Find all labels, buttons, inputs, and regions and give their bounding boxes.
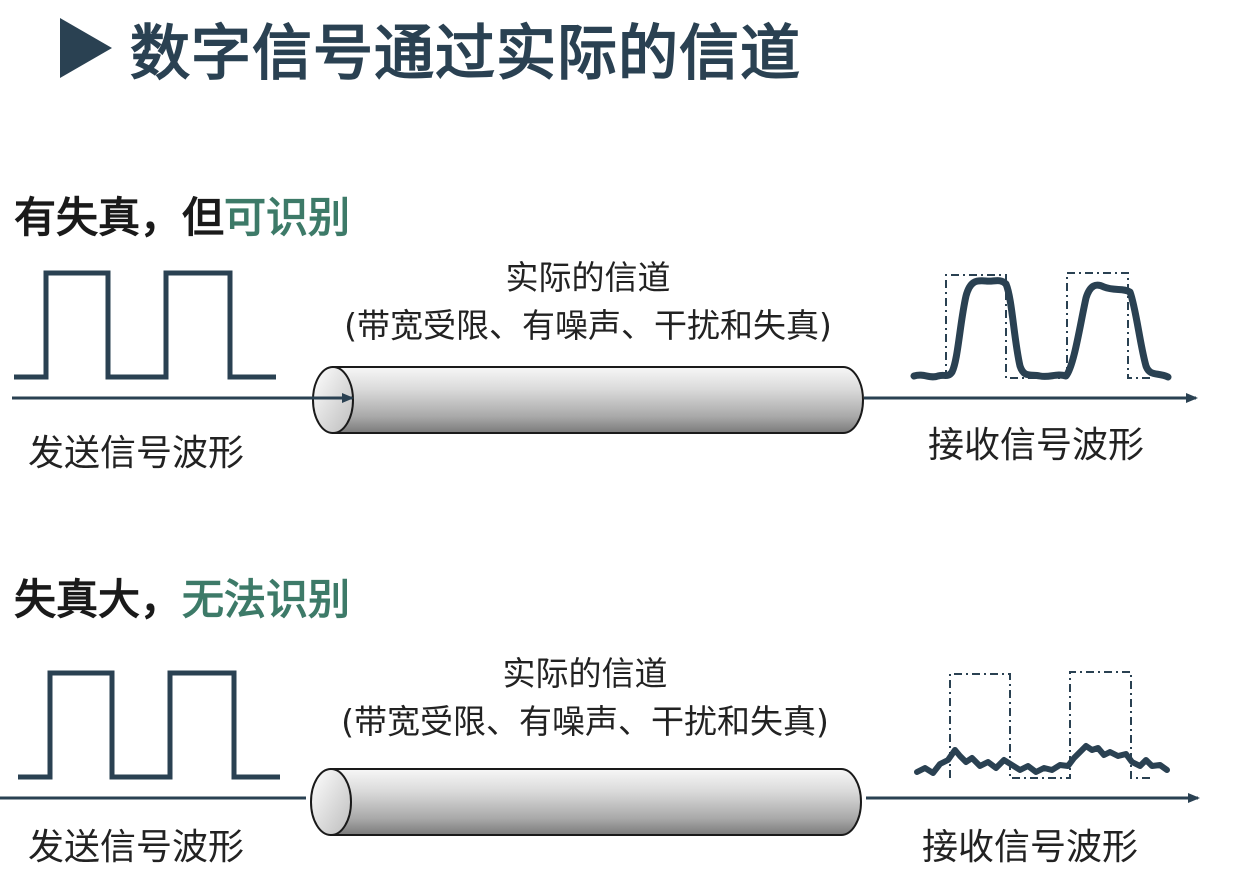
case-2-channel-label-line2: (带宽受限、有噪声、干扰和失真) <box>341 702 829 741</box>
case-1-graphic <box>12 270 1198 434</box>
case-1-channel-label-line2: (带宽受限、有噪声、干扰和失真) <box>344 306 832 345</box>
page-title-text: 数字信号通过实际的信道 <box>130 18 801 89</box>
case-1-received-waveform <box>910 277 1172 381</box>
case-2-channel-label: 实际的信道 (带宽受限、有噪声、干扰和失真) <box>285 650 885 746</box>
case-1-heading-prefix: 有失真，但 <box>14 193 225 242</box>
case-1-heading-highlight: 可识别 <box>224 193 351 242</box>
case-2-send-waveform <box>18 670 280 780</box>
case-1-send-waveform <box>14 270 276 380</box>
case-2-channel-label-line1: 实际的信道 <box>502 654 668 693</box>
case-2-received-waveform <box>914 743 1170 776</box>
case-1-receive-label: 接收信号波形 <box>928 425 1145 466</box>
case-2-heading: 失真大，无法识别 <box>14 566 350 627</box>
case-2-ideal-pulse-outline <box>949 671 1150 779</box>
page-title: 数字信号通过实际的信道 <box>60 8 801 89</box>
case-1-channel-label-line1: 实际的信道 <box>505 258 671 297</box>
case-1-channel-label: 实际的信道 (带宽受限、有噪声、干扰和失真) <box>288 254 888 350</box>
case-2-graphic <box>0 670 1200 836</box>
triangle-right-icon <box>60 18 112 78</box>
case-2-heading-highlight: 无法识别 <box>182 575 351 624</box>
case-2-receive-label: 接收信号波形 <box>922 827 1139 868</box>
case-2-channel-tube <box>310 768 862 836</box>
case-2-send-label: 发送信号波形 <box>28 827 245 868</box>
case-1-channel-tube <box>312 366 864 434</box>
case-1-heading: 有失真，但可识别 <box>14 184 350 245</box>
case-2-heading-prefix: 失真大， <box>14 575 183 624</box>
case-1-send-label: 发送信号波形 <box>28 433 245 474</box>
